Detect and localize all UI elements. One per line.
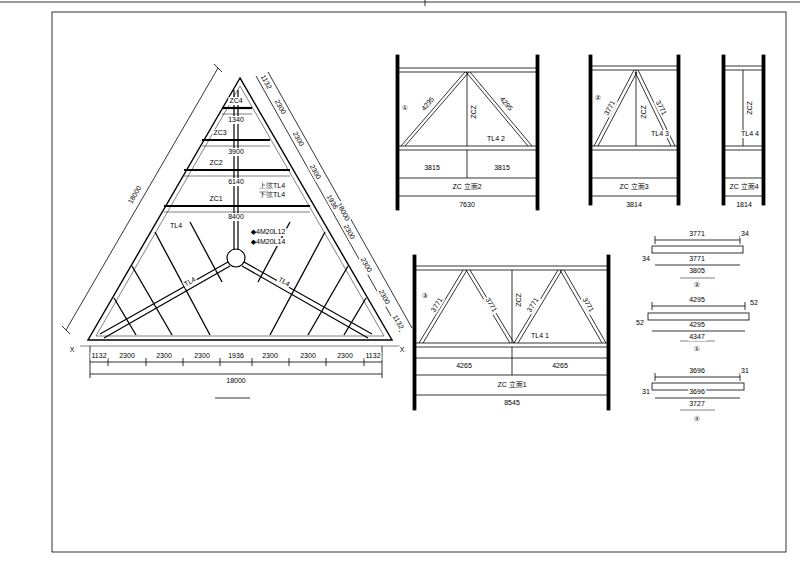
dimension-label: 18000 [126, 184, 144, 207]
member-label: ① [401, 104, 409, 112]
dimension-label: 3805 [688, 267, 706, 275]
dimension-label: 3696 [688, 367, 706, 375]
member-label: 下弦TL4 [258, 191, 286, 199]
member-label: ◆4M20L14 [250, 238, 287, 246]
dimension-label: 2300 [155, 352, 173, 360]
dimension-label: 2300 [376, 288, 392, 307]
dimension-label: 3771 [688, 255, 706, 263]
dimension-label: 1936 [227, 352, 245, 360]
member-label: ZCZ [515, 292, 523, 308]
dimension-label: 8400 [227, 213, 245, 221]
member-label: TL4 2 [486, 135, 506, 143]
dimension-label: 2300 [118, 352, 136, 360]
dimension-label: 7630 [458, 201, 476, 209]
dimension-label: 3771 [602, 98, 617, 117]
dimension-label: 3815 [493, 164, 511, 172]
dimension-label: 4295 [688, 321, 706, 329]
member-label: TL4 [169, 222, 183, 230]
member-label: ZCZ [746, 100, 754, 116]
member-label: ◆4M20L12 [250, 228, 287, 236]
dimension-label: 1132 [259, 73, 274, 92]
dimension-label: 3771 [483, 295, 499, 314]
dimension-label: 31 [641, 388, 651, 396]
dimension-label: 3771 [429, 295, 445, 314]
dimension-label: 3696 [688, 388, 706, 396]
member-label: ZC 立面2 [451, 183, 482, 191]
member-label: ZC 立面4 [728, 183, 759, 191]
member-label: ZC3 [212, 129, 227, 137]
member-label: X [399, 346, 406, 354]
dimension-label: 2300 [299, 352, 317, 360]
member-label: TL4 4 [740, 130, 760, 138]
member-label: ZC1 [208, 195, 223, 203]
dimension-label: 1340 [227, 116, 245, 124]
member-label: ① [693, 345, 701, 353]
member-label: ② [693, 281, 701, 289]
member-label: ZC2 [208, 159, 223, 167]
dimension-label: 34 [740, 230, 750, 238]
dimension-label: 3727 [688, 400, 706, 408]
dimension-label: 4295 [688, 296, 706, 304]
member-label: ZC 立面3 [618, 183, 649, 191]
dimension-label: 1132 [90, 352, 107, 360]
member-label: 上弦TL4 [258, 182, 286, 190]
dimension-label: 3814 [625, 201, 643, 209]
dimension-label: 2300 [359, 255, 375, 274]
member-label: ZC 立面1 [496, 381, 527, 389]
dimension-label: 6140 [227, 178, 245, 186]
dimension-label: 2300 [290, 130, 306, 149]
dimension-label: 3771 [525, 295, 541, 314]
dimension-label: 4265 [455, 362, 473, 370]
member-label: ④ [693, 415, 701, 423]
dimension-label: 18000 [225, 377, 246, 385]
dimension-label: 3900 [227, 148, 245, 156]
dimension-label: 3815 [423, 164, 441, 172]
dimension-label: 2300 [308, 162, 324, 181]
dimension-label: 2300 [272, 97, 288, 116]
member-label: ③ [421, 292, 429, 300]
dimension-label: 52 [749, 299, 759, 307]
member-label: X [69, 346, 76, 354]
member-label: ZC4 [228, 97, 243, 105]
member-label: TL4 [182, 275, 198, 289]
dimension-label: 1132 [364, 352, 381, 360]
dimension-label: 3771 [688, 230, 706, 238]
dimension-label: 31 [740, 367, 750, 375]
dimension-label: 2300 [261, 352, 279, 360]
dimension-label: 34 [641, 255, 651, 263]
dimension-label: 2300 [193, 352, 211, 360]
dimension-label: 4295 [419, 95, 437, 114]
dimension-label: 1814 [735, 201, 753, 209]
dimension-label: 4265 [551, 362, 569, 370]
member-label: ZCZ [640, 104, 648, 120]
member-label: ZCZ [470, 104, 478, 120]
dimension-label: 8545 [503, 399, 521, 407]
member-label: TL4 3 [650, 130, 670, 138]
dimension-label: 4347 [688, 333, 706, 341]
dimension-label: 4295 [497, 95, 515, 114]
member-label: ② [594, 94, 602, 102]
member-label: TL4 1 [530, 332, 550, 340]
dimension-label: 2300 [336, 352, 354, 360]
dimension-label: 3771 [580, 295, 596, 314]
dimension-label: 52 [635, 319, 645, 327]
dimension-label: 1132 [390, 313, 405, 332]
